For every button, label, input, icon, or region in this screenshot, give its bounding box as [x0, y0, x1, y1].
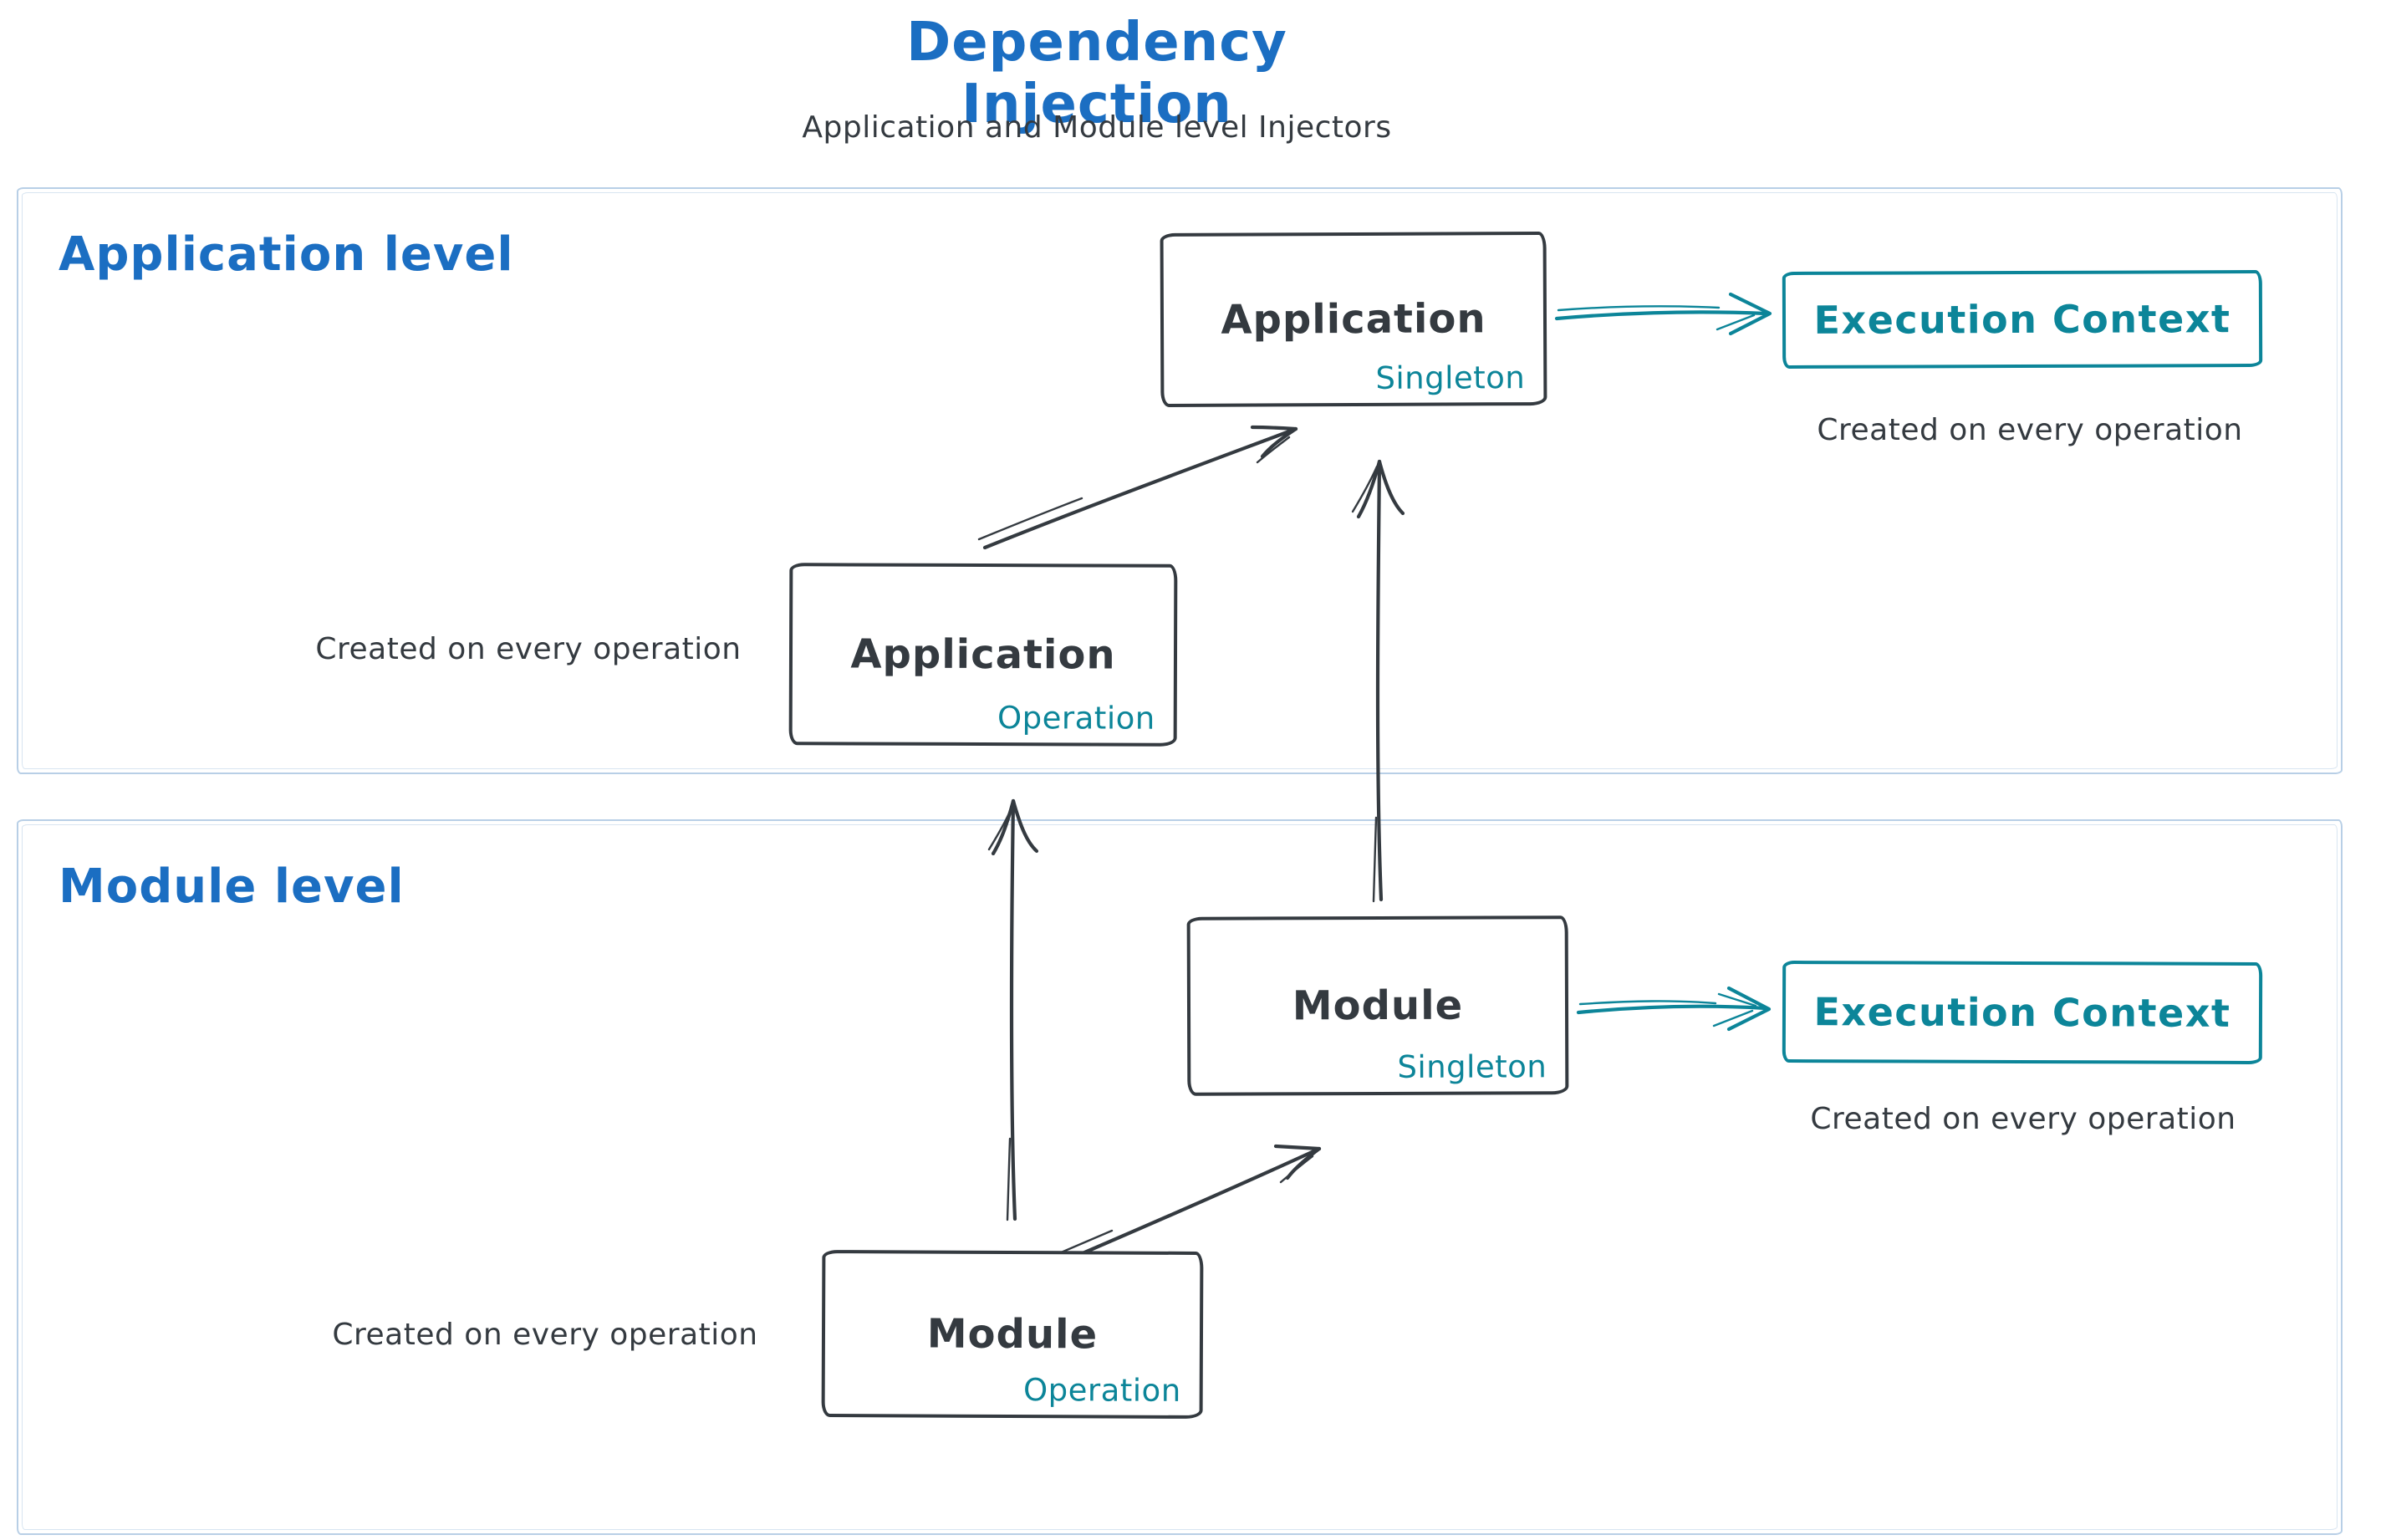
application-level-frame: Application level — [17, 187, 2343, 774]
execution-context-module-label: Execution Context — [1813, 989, 2231, 1036]
node-application-operation: Application Operation — [788, 563, 1178, 747]
node-application-singleton-scope: Singleton — [1375, 360, 1526, 396]
caption-application-operation: Created on every operation — [315, 632, 742, 666]
caption-module-operation: Created on every operation — [332, 1318, 758, 1352]
node-module-singleton-label: Module — [1292, 982, 1464, 1030]
caption-execution-context-module: Created on every operation — [1810, 1102, 2236, 1136]
caption-execution-context-application: Created on every operation — [1817, 413, 2243, 447]
node-application-operation-scope: Operation — [997, 700, 1155, 737]
execution-context-application-label: Execution Context — [1813, 296, 2231, 343]
node-module-singleton-scope: Singleton — [1397, 1048, 1547, 1085]
node-module-operation: Module Operation — [821, 1250, 1204, 1419]
page-title: Dependency Injection — [906, 12, 1287, 135]
module-level-frame: Module level — [17, 819, 2343, 1535]
node-application-singleton-label: Application — [1221, 295, 1486, 344]
module-level-label: Module level — [59, 859, 405, 914]
node-execution-context-application: Execution Context — [1782, 269, 2263, 370]
application-level-label: Application level — [59, 227, 514, 282]
node-module-operation-label: Module — [926, 1310, 1099, 1359]
node-execution-context-module: Execution Context — [1782, 960, 2263, 1065]
page-subtitle: Application and Module level Injectors — [802, 110, 1392, 145]
node-application-operation-label: Application — [850, 630, 1116, 679]
node-module-singleton: Module Singleton — [1186, 915, 1569, 1096]
node-module-operation-scope: Operation — [1022, 1372, 1181, 1409]
node-application-singleton: Application Singleton — [1160, 231, 1547, 408]
